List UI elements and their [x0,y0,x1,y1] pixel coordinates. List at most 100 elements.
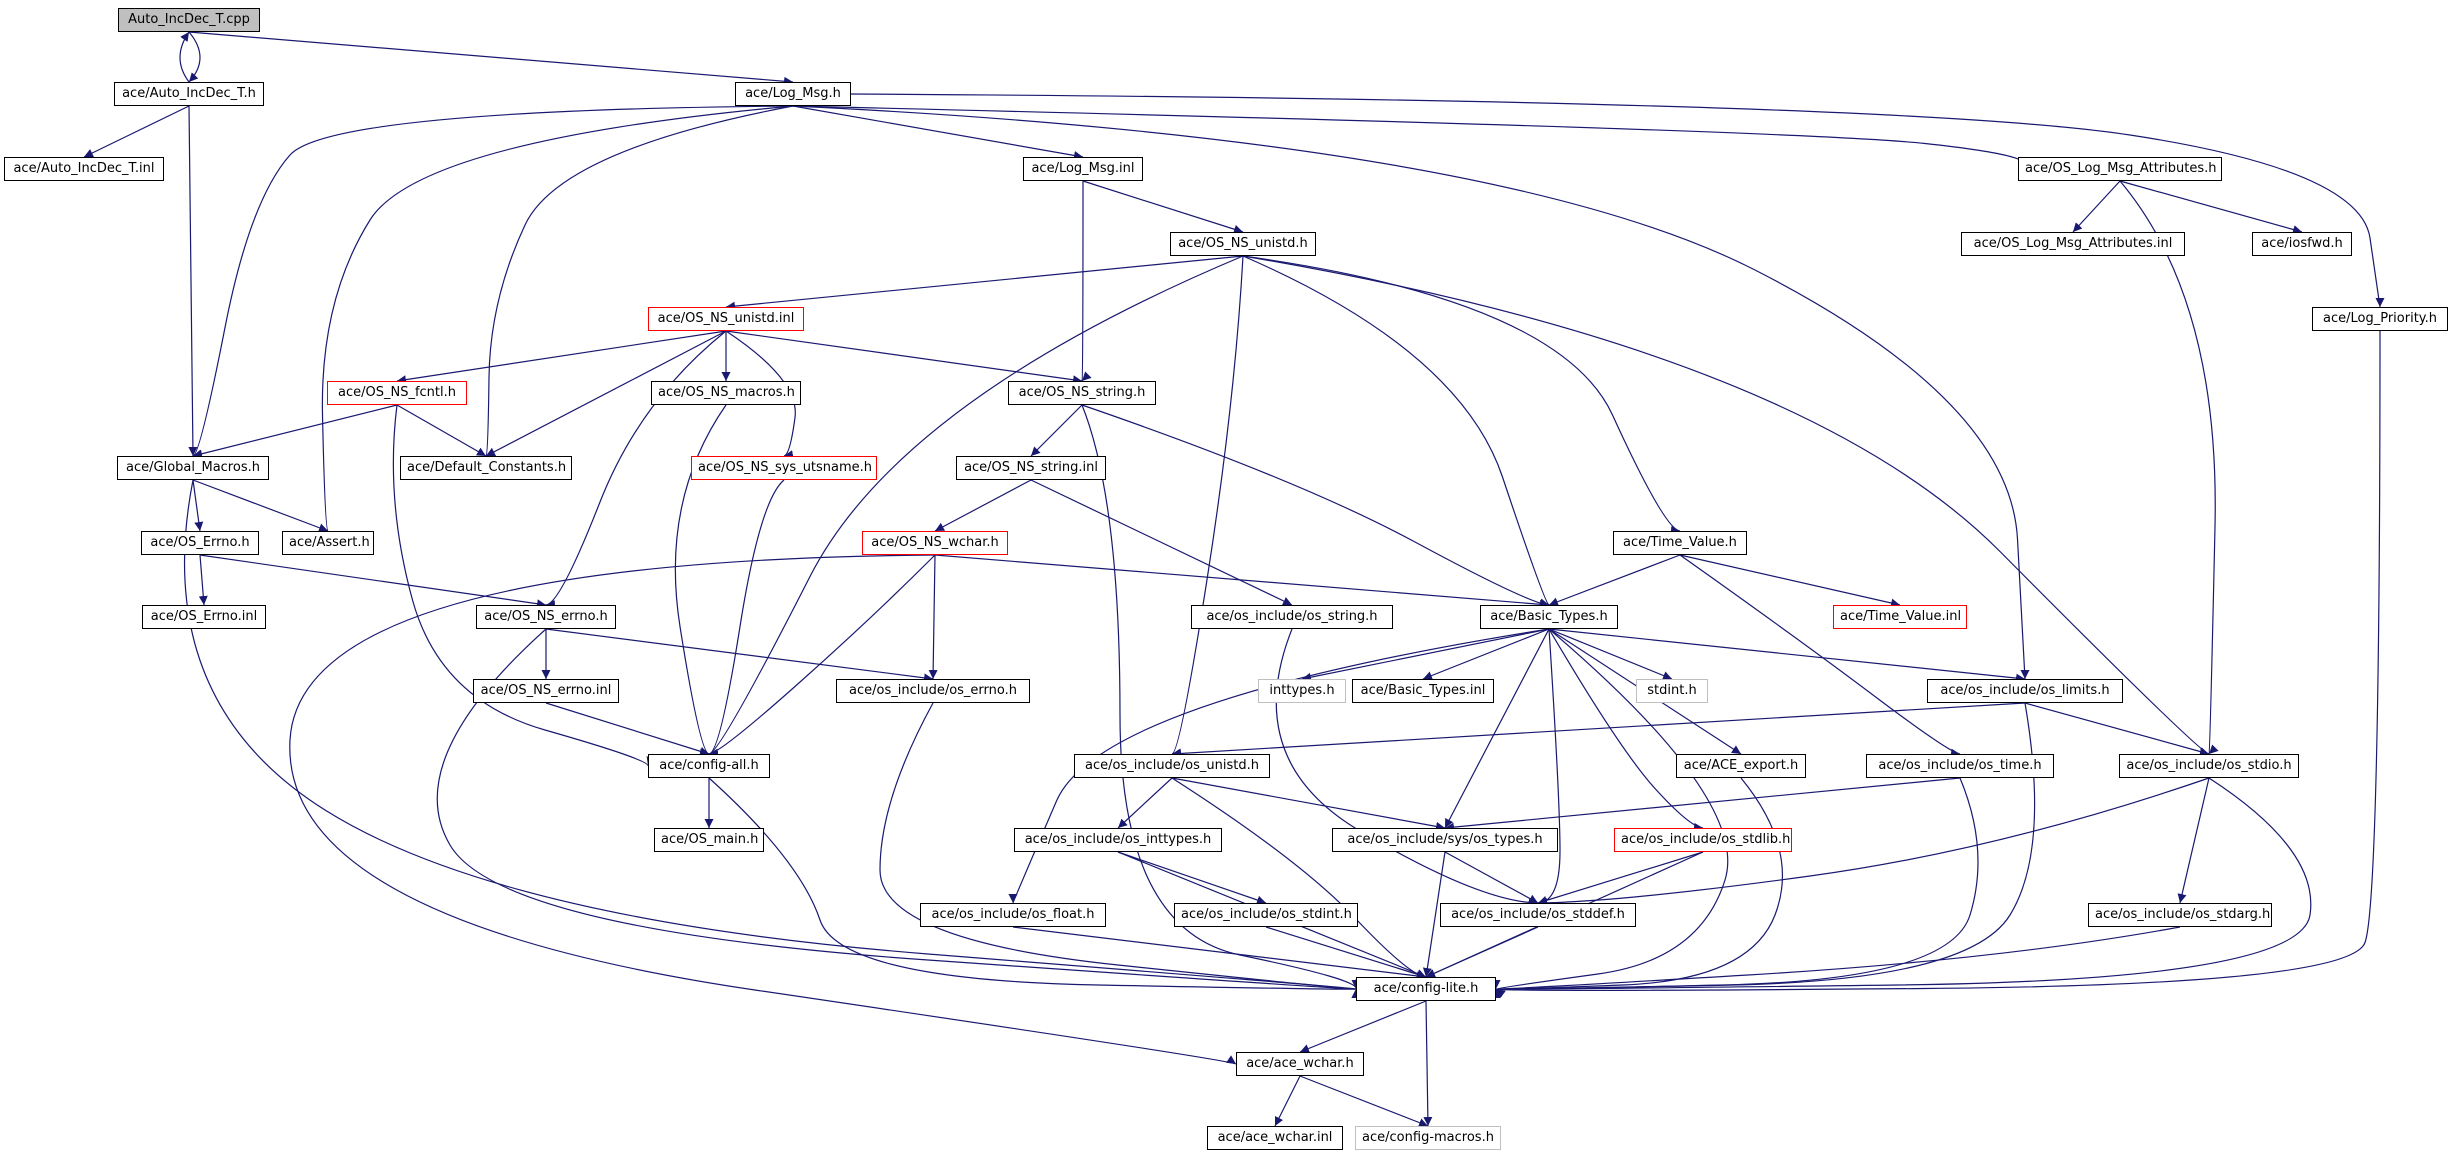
node-os-errno-h[interactable]: ace/OS_Errno.h [141,531,259,555]
node-basic-types-h[interactable]: ace/Basic_Types.h [1480,605,1618,629]
edge-basic-types-h-to-os-include-os-stdlib-h [1548,628,1704,832]
node-os-include-os-inttypes-h[interactable]: ace/os_include/os_inttypes.h [1014,828,1222,852]
edge-os-include-sys-os-types-h-to-os-include-os-stddef-h [1444,851,1539,904]
edge-os-ns-sys-utsname-h-to-config-all-h [708,479,785,758]
node-os-errno-inl[interactable]: ace/OS_Errno.inl [142,605,266,629]
node-os-ns-string-h[interactable]: ace/OS_NS_string.h [1008,381,1156,405]
node-os-ns-string-inl[interactable]: ace/OS_NS_string.inl [956,456,1106,480]
edge-log-msg-h-to-default-constants-h [485,105,794,457]
node-auto-incdec-h[interactable]: ace/Auto_IncDec_T.h [114,82,264,106]
edge-os-ns-wchar-h-to-config-all-h [708,554,936,758]
node-inttypes-h[interactable]: inttypes.h [1258,679,1346,703]
node-ace-export-h[interactable]: ace/ACE_export.h [1676,754,1806,778]
edge-os-include-os-float-h-to-config-lite-h [1012,926,1427,981]
node-os-include-os-time-h[interactable]: ace/os_include/os_time.h [1866,754,2054,778]
node-os-include-os-float-h[interactable]: ace/os_include/os_float.h [920,903,1106,927]
node-os-include-sys-os-types-h[interactable]: ace/os_include/sys/os_types.h [1332,828,1558,852]
edge-os-log-msg-attr-h-to-iosfwd-h [2119,180,2303,234]
edge-os-include-os-stdio-h-to-os-include-os-stddef-h [1537,777,2210,908]
node-time-value-inl[interactable]: ace/Time_Value.inl [1833,605,1967,629]
edge-log-msg-inl-to-os-ns-unistd-h [1082,180,1244,234]
edge-os-include-os-stdio-h-to-os-include-os-stdarg-h [2177,777,2210,904]
node-os-include-os-stdlib-h[interactable]: ace/os_include/os_stdlib.h [1614,828,1792,852]
node-os-ns-unistd-inl[interactable]: ace/OS_NS_unistd.inl [648,307,804,331]
edge-os-include-os-stddef-h-to-config-lite-h [1425,926,1539,978]
node-config-lite-h[interactable]: ace/config-lite.h [1356,977,1496,1001]
node-os-ns-fcntl-h[interactable]: ace/OS_NS_fcntl.h [327,381,467,405]
node-stdint-h[interactable]: stdint.h [1636,679,1708,703]
node-os-ns-unistd-h[interactable]: ace/OS_NS_unistd.h [1170,232,1316,256]
edge-auto-incdec-h-to-auto-incdec-cpp [179,31,190,83]
node-os-include-os-stdio-h[interactable]: ace/os_include/os_stdio.h [2119,754,2299,778]
edge-config-lite-h-to-config-macros-h [1423,1000,1433,1127]
node-log-msg-h[interactable]: ace/Log_Msg.h [735,82,851,106]
node-os-include-os-unistd-h[interactable]: ace/os_include/os_unistd.h [1074,754,1270,778]
node-os-include-os-errno-h[interactable]: ace/os_include/os_errno.h [836,679,1030,703]
edge-os-ns-unistd-inl-to-os-ns-errno-h [545,330,727,609]
node-config-macros-h[interactable]: ace/config-macros.h [1355,1126,1501,1150]
node-auto-incdec-cpp[interactable]: Auto_IncDec_T.cpp [118,8,260,32]
edge-global-macros-h-to-os-errno-h [192,479,204,532]
edge-os-ns-fcntl-h-to-config-all-h [392,404,656,767]
node-os-include-os-limits-h[interactable]: ace/os_include/os_limits.h [1927,679,2123,703]
edge-os-include-os-stdarg-h-to-config-lite-h [1492,926,2181,999]
node-basic-types-inl[interactable]: ace/Basic_Types.inl [1352,679,1494,703]
edge-basic-types-h-to-config-lite-h [1491,628,1729,990]
node-os-ns-sys-utsname-h[interactable]: ace/OS_NS_sys_utsname.h [691,456,877,480]
node-os-include-os-stdint-h[interactable]: ace/os_include/os_stdint.h [1174,903,1358,927]
edge-time-value-h-to-time-value-inl [1679,554,1901,608]
edge-os-ns-unistd-inl-to-default-constants-h [485,330,727,457]
edge-os-ns-unistd-h-to-os-include-os-stdio-h [1242,255,2210,758]
edge-time-value-h-to-os-include-os-time-h [1679,554,1961,758]
edge-os-log-msg-attr-h-to-os-include-os-stdio-h [2119,180,2219,755]
edge-auto-incdec-cpp-to-auto-incdec-h [188,31,201,83]
edge-os-log-msg-attr-h-to-os-log-msg-attr-inl [2072,180,2121,233]
edge-os-ns-unistd-h-to-config-all-h [708,255,1244,758]
node-log-msg-inl[interactable]: ace/Log_Msg.inl [1023,157,1143,181]
node-os-main-h[interactable]: ace/OS_main.h [654,828,764,852]
edge-os-include-os-stdint-h-to-config-lite-h [1265,926,1427,979]
edge-log-msg-h-to-os-include-os-limits-h [792,105,2030,680]
node-os-log-msg-attr-h[interactable]: ace/OS_Log_Msg_Attributes.h [2018,157,2222,181]
node-default-constants-h[interactable]: ace/Default_Constants.h [400,456,572,480]
edge-basic-types-h-to-stdint-h [1548,628,1673,680]
node-os-ns-wchar-h[interactable]: ace/OS_NS_wchar.h [862,531,1008,555]
edge-basic-types-h-to-os-include-os-stddef-h [1537,628,1561,908]
node-os-include-os-stddef-h[interactable]: ace/os_include/os_stddef.h [1440,903,1636,927]
node-ace-wchar-inl[interactable]: ace/ace_wchar.inl [1207,1126,1343,1150]
edge-basic-types-h-to-os-include-sys-os-types-h [1444,628,1550,829]
node-log-priority-h[interactable]: ace/Log_Priority.h [2312,307,2448,331]
node-time-value-h[interactable]: ace/Time_Value.h [1613,531,1747,555]
edge-os-ns-errno-h-to-config-lite-h [436,628,1359,999]
node-os-ns-errno-inl[interactable]: ace/OS_NS_errno.inl [473,679,619,703]
edge-os-ns-errno-h-to-os-include-os-errno-h [545,628,934,683]
node-assert-h[interactable]: ace/Assert.h [282,531,374,555]
edge-global-macros-h-to-config-lite-h [183,479,1359,990]
edge-basic-types-h-to-basic-types-inl [1422,628,1550,680]
node-os-include-os-stdarg-h[interactable]: ace/os_include/os_stdarg.h [2088,903,2272,927]
node-auto-incdec-inl[interactable]: ace/Auto_IncDec_T.inl [4,157,164,181]
edge-os-ns-string-inl-to-os-ns-wchar-h [934,479,1032,532]
edge-log-priority-h-to-config-lite-h [1495,330,2381,998]
edge-basic-types-h-to-os-include-os-limits-h [1548,628,2026,683]
edge-ace-wchar-h-to-config-macros-h [1299,1075,1429,1127]
edge-config-lite-h-to-ace-wchar-h [1299,1000,1427,1053]
edge-os-errno-h-to-os-ns-errno-h [199,554,547,609]
node-config-all-h[interactable]: ace/config-all.h [648,754,770,778]
edge-auto-incdec-h-to-global-macros-h [188,105,198,457]
node-iosfwd-h[interactable]: ace/iosfwd.h [2252,232,2352,256]
node-global-macros-h[interactable]: ace/Global_Macros.h [117,456,269,480]
edge-os-ns-unistd-h-to-basic-types-h [1242,255,1550,608]
edge-os-ns-unistd-h-to-os-ns-unistd-inl [725,255,1244,311]
edge-os-include-os-inttypes-h-to-os-include-os-stdint-h [1117,851,1267,905]
node-os-log-msg-attr-inl[interactable]: ace/OS_Log_Msg_Attributes.inl [1961,232,2185,256]
edge-os-ns-unistd-inl-to-os-ns-string-h [725,330,1083,385]
node-os-include-os-string-h[interactable]: ace/os_include/os_string.h [1191,605,1393,629]
node-ace-wchar-h[interactable]: ace/ace_wchar.h [1236,1052,1364,1076]
node-os-ns-macros-h[interactable]: ace/OS_NS_macros.h [651,381,801,405]
node-os-ns-errno-h[interactable]: ace/OS_NS_errno.h [476,605,616,629]
edge-os-ns-unistd-inl-to-os-ns-fcntl-h [396,330,727,385]
edge-os-ns-fcntl-h-to-default-constants-h [396,404,487,457]
